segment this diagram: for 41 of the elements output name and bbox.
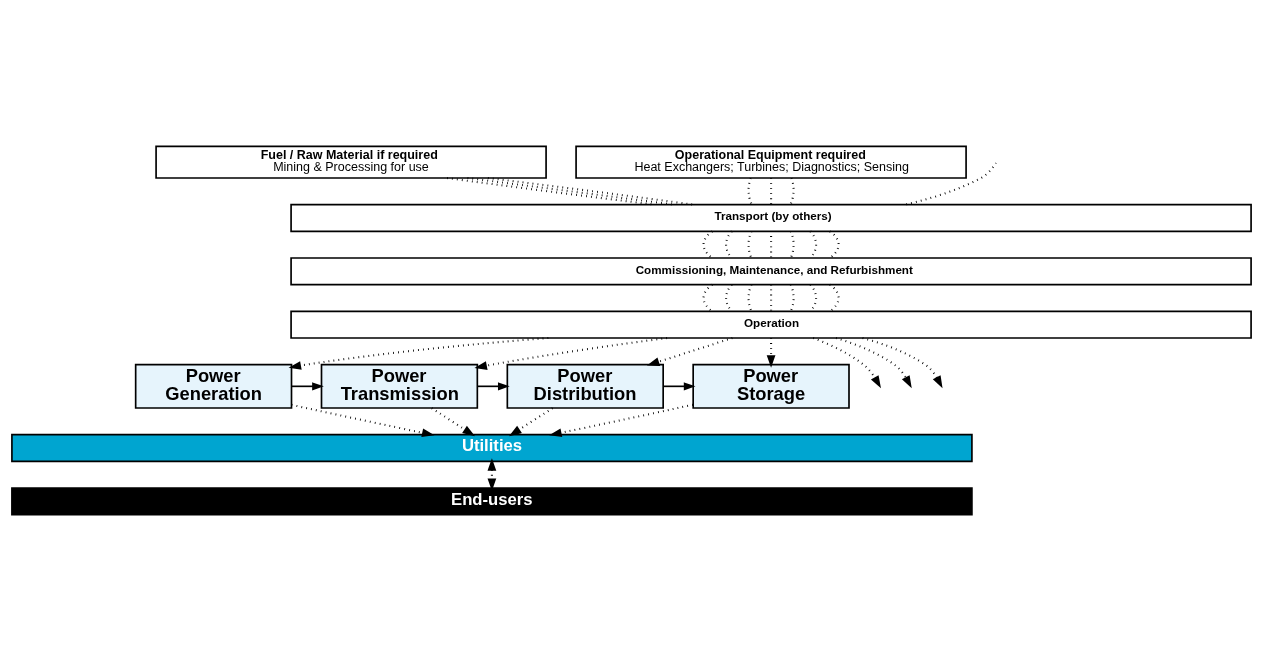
connector xyxy=(725,230,733,258)
arrow xyxy=(476,381,510,390)
connector xyxy=(829,283,840,312)
arrow xyxy=(431,406,476,436)
node-box: Fuel / Raw Material if required Mining & Processing for use xyxy=(155,145,547,179)
arrow xyxy=(291,403,435,437)
connector xyxy=(789,283,795,311)
node-box: Commissioning, Maintenance, and Refurbishment xyxy=(290,256,1252,285)
connector xyxy=(467,176,675,206)
connector xyxy=(487,176,694,206)
connector xyxy=(789,177,795,205)
arrow xyxy=(862,336,943,388)
arrow xyxy=(549,403,694,437)
connector xyxy=(702,230,713,259)
node-box: End-users xyxy=(11,486,973,515)
node-box: Power Generation xyxy=(134,363,293,409)
node-box: Power Transmission xyxy=(320,363,479,409)
arrow xyxy=(474,336,668,370)
arrow xyxy=(812,336,881,388)
arrow xyxy=(288,336,549,370)
connector xyxy=(702,283,713,312)
connector xyxy=(809,283,818,312)
connector xyxy=(904,162,997,206)
arrow xyxy=(835,336,912,388)
node-box: Transport (by others) xyxy=(290,203,1252,232)
connector xyxy=(747,283,753,311)
arrow xyxy=(290,381,324,390)
connector xyxy=(747,230,753,258)
node-box: Power Distribution xyxy=(506,363,664,409)
connector xyxy=(725,283,733,312)
node-box: Operational Equipment required Heat Exchangers; Turbines; Diagnostics; Sensing xyxy=(575,145,967,179)
connector xyxy=(747,177,753,205)
arrow xyxy=(662,381,696,390)
node-box: Utilities xyxy=(11,433,973,462)
node-box: Power Storage xyxy=(692,363,850,409)
connector xyxy=(829,230,840,259)
arrow xyxy=(508,406,554,436)
node-box: Operation xyxy=(290,310,1252,339)
connector xyxy=(789,230,795,258)
arrow xyxy=(646,336,733,366)
connector xyxy=(809,230,818,258)
